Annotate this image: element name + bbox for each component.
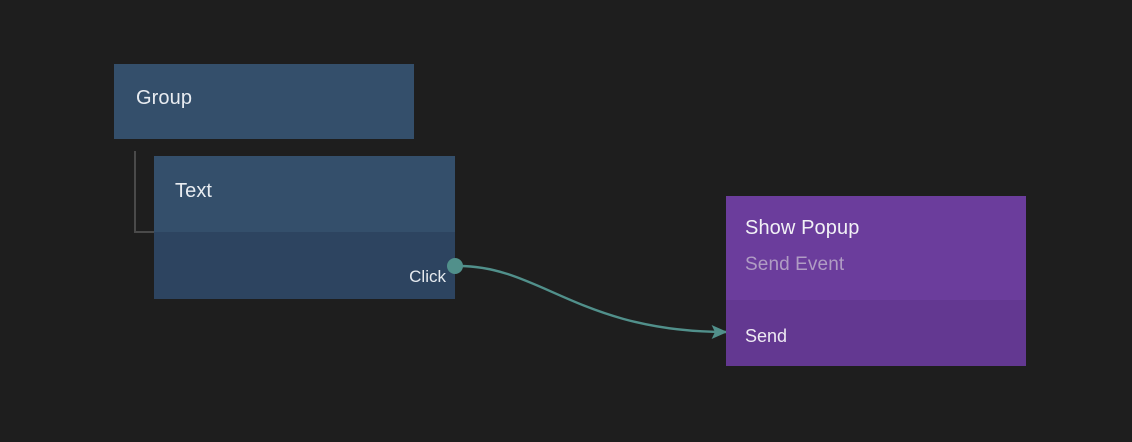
node-text-title: Text (175, 180, 213, 202)
node-show-popup-input-port-label: Send (745, 326, 788, 346)
node-show-popup-subtitle: Send Event (745, 254, 845, 275)
node-text-output-port-label: Click (409, 266, 446, 286)
node-text[interactable]: Text Click (154, 156, 455, 299)
node-show-popup[interactable]: Show Popup Send Event Send (726, 196, 1026, 366)
child-bracket-connector (134, 151, 156, 233)
node-text-output-port[interactable]: Click (409, 266, 455, 286)
connection-wire-click-to-send[interactable] (458, 264, 728, 339)
node-text-header[interactable]: Text (154, 156, 455, 232)
node-group[interactable]: Group (114, 64, 414, 139)
output-port-dot-icon[interactable] (447, 258, 463, 274)
node-text-body[interactable] (154, 232, 455, 299)
node-show-popup-title: Show Popup (745, 217, 860, 239)
node-show-popup-body[interactable]: Send (726, 300, 1026, 366)
node-show-popup-header[interactable]: Show Popup Send Event (726, 196, 1026, 300)
node-group-title: Group (136, 87, 193, 109)
